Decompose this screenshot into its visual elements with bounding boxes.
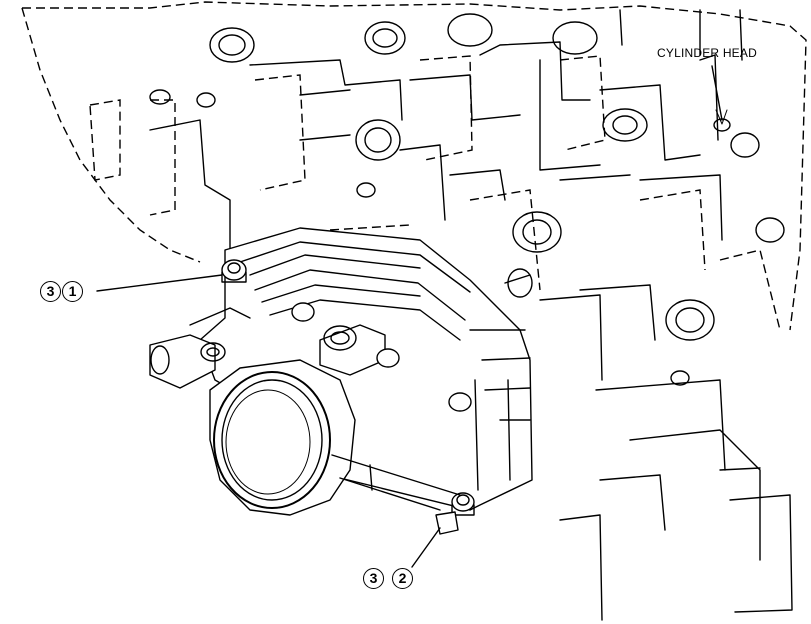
callout-2-item: 2 <box>392 568 413 589</box>
cylinder-head-leader <box>711 65 728 125</box>
cylinder-head-label: CYLINDER HEAD <box>657 46 757 60</box>
callout-2-qty: 3 <box>363 568 384 589</box>
callout-1-qty: 3 <box>40 281 61 302</box>
cylinder-head-features <box>149 9 793 621</box>
cylinder-head-phantom <box>21 1 807 331</box>
callout-1-item: 1 <box>62 281 83 302</box>
leader-lines <box>96 274 441 568</box>
water-pump-assembly <box>149 227 533 535</box>
